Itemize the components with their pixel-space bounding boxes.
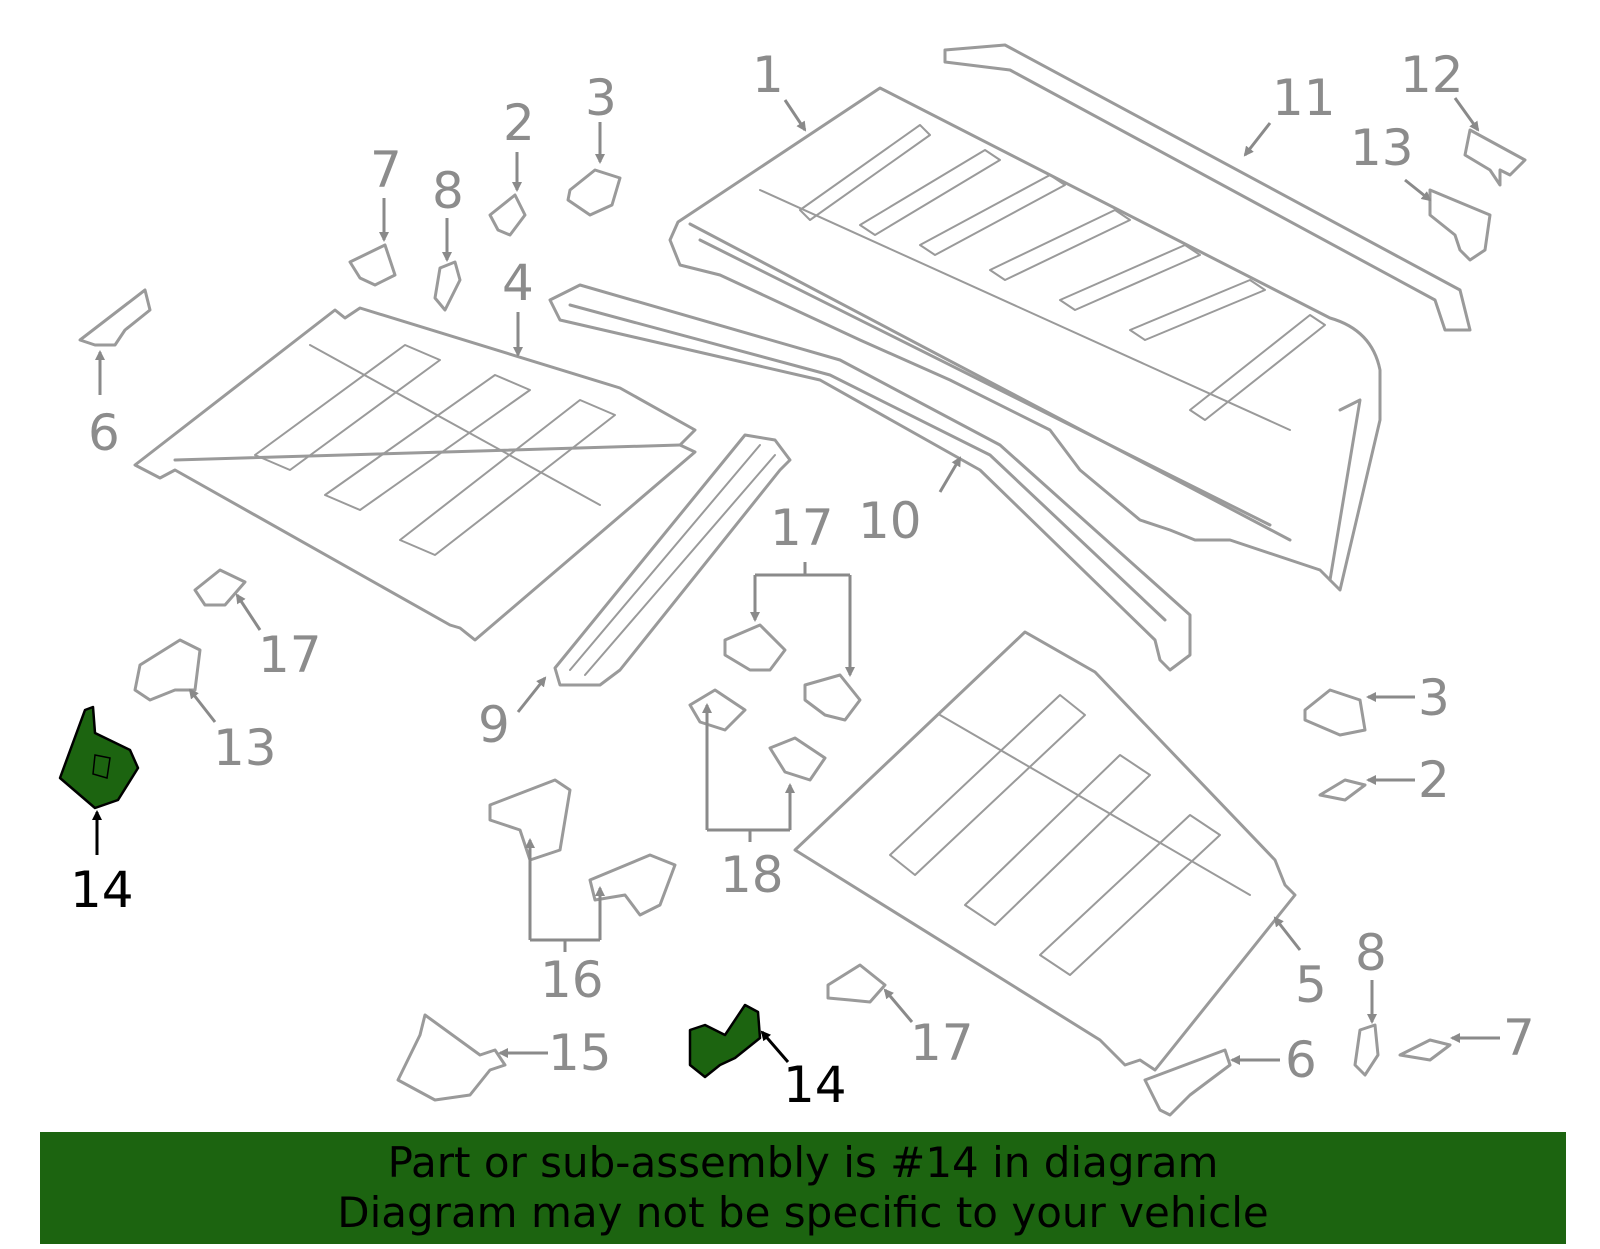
part-8-bracket-left (433, 260, 462, 312)
part-17-clip-center-b (803, 673, 862, 722)
callout-15: 15 (548, 1024, 612, 1082)
part-2-bracket-upper (488, 193, 527, 237)
part-13-bracket-left (133, 638, 202, 702)
callout-12: 12 (1400, 46, 1464, 104)
callout-17-lower: 17 (910, 1014, 974, 1072)
callout-13-left: 13 (213, 719, 277, 777)
part-9-side-rail (553, 433, 792, 687)
callout-14-bottom: 14 (783, 1056, 847, 1114)
callout-6-right: 6 (1285, 1031, 1317, 1089)
banner-line-2: Diagram may not be specific to your vehi… (337, 1188, 1269, 1237)
part-8-bracket-right (1353, 1023, 1380, 1077)
part-5-right-roof-panel (793, 630, 1297, 1072)
callout-17-center: 17 (770, 499, 834, 557)
part-3-bracket-upper (566, 168, 622, 217)
callout-14-left: 14 (70, 861, 134, 919)
callout-10: 10 (858, 492, 922, 550)
part-14-highlighted-left[interactable] (58, 705, 140, 810)
callout-8-right: 8 (1355, 924, 1387, 982)
callout-16: 16 (540, 951, 604, 1009)
callout-18: 18 (720, 846, 784, 904)
callout-6-left: 6 (88, 404, 120, 462)
callout-labels: 1 11 12 13 3 2 7 8 4 6 10 17 13 9 17 18 … (70, 46, 1535, 1114)
callout-2-upper: 2 (503, 94, 535, 152)
callout-13-upper: 13 (1350, 119, 1414, 177)
callout-5: 5 (1295, 956, 1327, 1014)
part-6-bracket-right (1143, 1048, 1232, 1117)
part-1-roof-panel (668, 86, 1382, 592)
part-15-bracket (396, 1013, 507, 1102)
part-18-clip-a (688, 688, 747, 732)
callout-9: 9 (478, 696, 510, 754)
part-2-bracket-right (1318, 778, 1367, 802)
callout-3-upper: 3 (585, 69, 617, 127)
part-16-bracket-b (588, 853, 677, 917)
callout-8-upper: 8 (432, 162, 464, 220)
part-16-bracket-a (488, 778, 572, 862)
part-17-clip-upper-left (193, 568, 247, 607)
part-7-bracket-right (1398, 1038, 1452, 1062)
callout-1: 1 (752, 46, 784, 104)
part-7-bracket-left (348, 243, 397, 287)
part-13-bracket-upper (1428, 188, 1492, 262)
part-12-bracket (1463, 128, 1527, 187)
info-banner: Part or sub-assembly is #14 in diagram D… (40, 1132, 1566, 1244)
callout-3-right: 3 (1418, 669, 1450, 727)
part-4-left-roof-panel (133, 306, 697, 642)
callout-7-upper: 7 (370, 141, 402, 199)
part-17-clip-center-a (723, 623, 787, 672)
banner-line-1: Part or sub-assembly is #14 in diagram (387, 1138, 1219, 1187)
part-14-highlighted-bottom[interactable] (688, 1003, 762, 1079)
callout-2-right: 2 (1418, 751, 1450, 809)
callout-4: 4 (502, 254, 534, 312)
part-3-bracket-right (1303, 688, 1367, 737)
part-10-crossbar (548, 283, 1192, 672)
callout-11: 11 (1272, 69, 1336, 127)
part-18-clip-b (768, 736, 827, 782)
callout-17-left: 17 (258, 626, 322, 684)
part-6-bracket-left (78, 288, 152, 347)
part-11-rail (943, 43, 1472, 332)
part-17-clip-lower (826, 963, 887, 1004)
callout-7-right: 7 (1503, 1009, 1535, 1067)
leader-lines (92, 97, 1500, 1065)
